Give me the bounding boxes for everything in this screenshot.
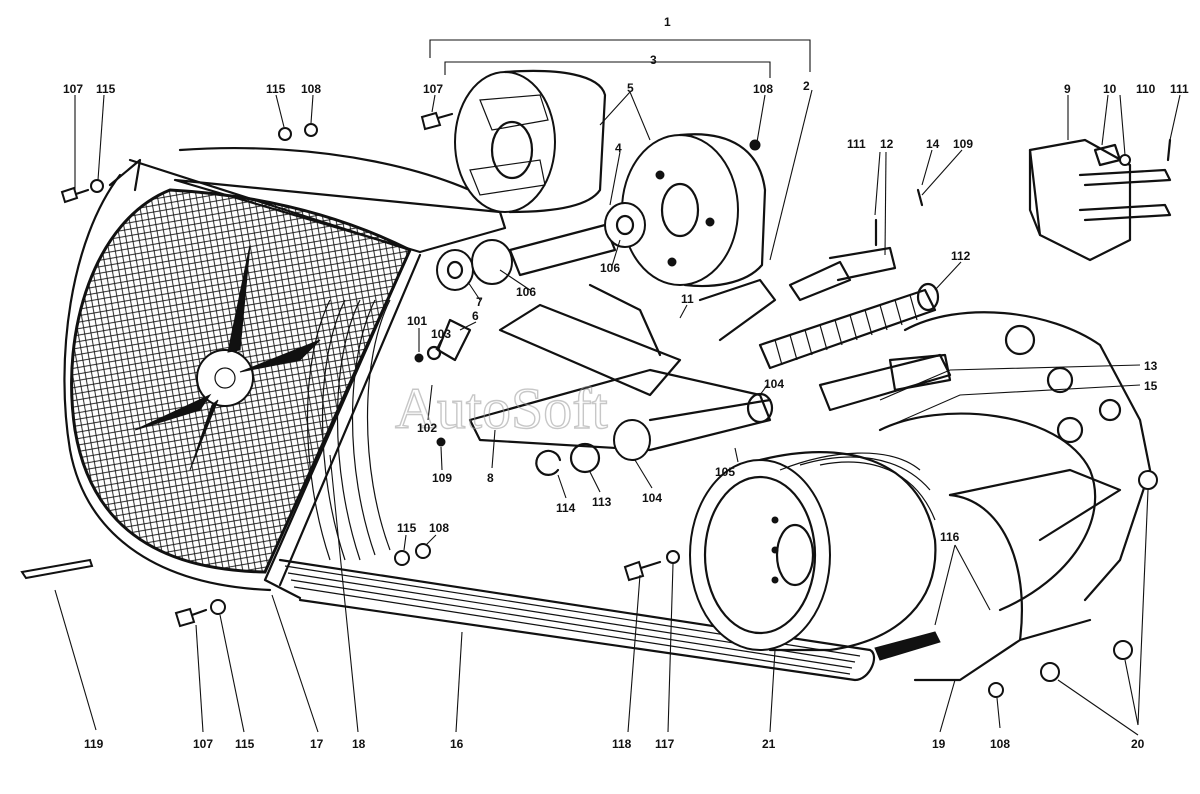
pulley-5 (621, 133, 767, 288)
callout-16: 16 (450, 737, 464, 751)
callout-114: 114 (556, 501, 576, 515)
callout-21: 21 (762, 737, 776, 751)
group-brackets (429, 39, 811, 78)
tension-spring (758, 246, 940, 370)
tensioner-bracket (436, 278, 777, 461)
callout-109: 109 (953, 137, 973, 151)
callout-104: 104 (642, 491, 662, 505)
watermark-text: AutoSoft (395, 376, 608, 441)
leader-lines (54, 89, 1181, 736)
callout-111: 111 (847, 137, 866, 151)
callout-10: 10 (1103, 82, 1117, 96)
callout-105: 105 (715, 465, 735, 479)
callout-104: 104 (764, 377, 784, 391)
callout-106: 106 (600, 261, 620, 275)
mount-bracket (1028, 138, 1172, 262)
shaft-assembly (436, 202, 646, 291)
callout-113: 113 (592, 495, 612, 509)
callout-109: 109 (432, 471, 452, 485)
callout-13: 13 (1144, 359, 1158, 373)
callout-111: 111 (1170, 82, 1189, 96)
callout-115: 115 (397, 521, 417, 535)
callout-12: 12 (880, 137, 894, 151)
callout-18: 18 (352, 737, 366, 751)
callout-115: 115 (266, 82, 286, 96)
callout-108: 108 (429, 521, 449, 535)
callout-19: 19 (932, 737, 946, 751)
v-belts (278, 558, 941, 682)
callout-15: 15 (1144, 379, 1158, 393)
callout-2: 2 (803, 79, 810, 93)
callout-101: 101 (407, 314, 427, 328)
callout-1: 1 (664, 15, 671, 29)
callout-7: 7 (476, 295, 483, 309)
callout-102: 102 (417, 421, 437, 435)
motor-housing (818, 311, 1152, 612)
pulley-3 (454, 69, 607, 214)
callout-103: 103 (431, 327, 451, 341)
callout-108: 108 (990, 737, 1010, 751)
callout-20: 20 (1131, 737, 1145, 751)
shield-19 (913, 468, 1122, 682)
callout-107: 107 (63, 82, 83, 96)
callout-108: 108 (753, 82, 773, 96)
callout-4: 4 (615, 141, 622, 155)
callout-107: 107 (423, 82, 443, 96)
callout-108: 108 (301, 82, 321, 96)
pulley-21 (689, 451, 937, 652)
callout-14: 14 (926, 137, 940, 151)
callout-11: 11 (681, 292, 694, 306)
callout-17: 17 (310, 737, 324, 751)
callout-labels: 1 3 2 5 4 107 108 107 115 115 108 111 12… (63, 15, 1189, 751)
callout-5: 5 (627, 81, 634, 95)
callout-106: 106 (516, 285, 536, 299)
callout-119: 119 (84, 737, 104, 751)
mesh-guard (63, 147, 512, 600)
callout-117: 117 (655, 737, 675, 751)
callout-112: 112 (951, 249, 971, 263)
callout-6: 6 (472, 309, 479, 323)
callout-115: 115 (235, 737, 255, 751)
callout-115: 115 (96, 82, 116, 96)
fasteners (20, 111, 1172, 698)
callout-118: 118 (612, 737, 632, 751)
callout-9: 9 (1064, 82, 1071, 96)
callout-110: 110 (1136, 82, 1156, 96)
callout-8: 8 (487, 471, 494, 485)
callout-3: 3 (650, 53, 657, 67)
callout-116: 116 (940, 530, 960, 544)
callout-107: 107 (193, 737, 213, 751)
